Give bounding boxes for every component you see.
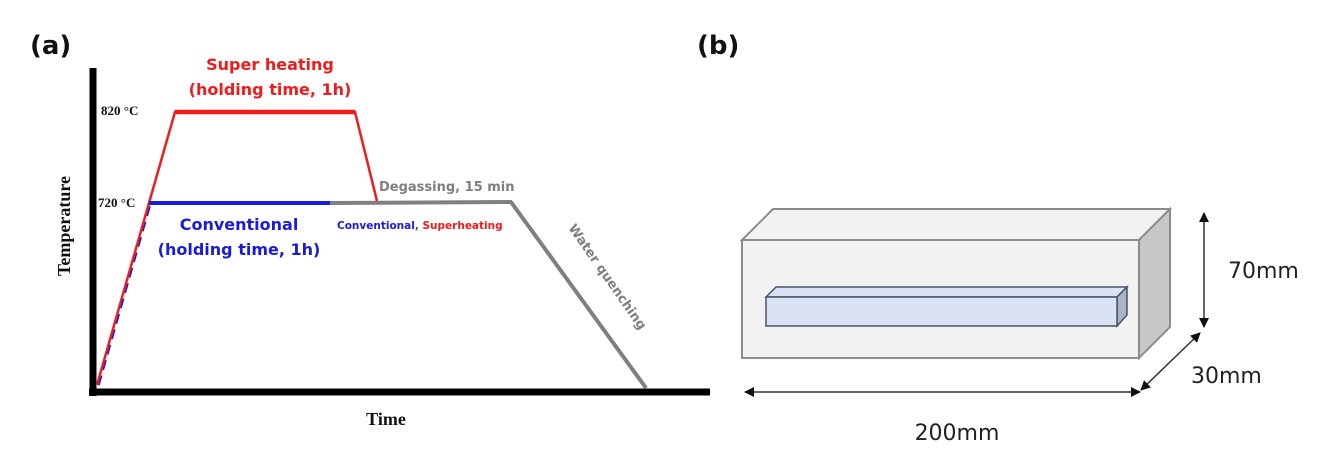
y-axis-label: Temperature [54, 176, 74, 276]
panel-a-label: (a) [30, 31, 71, 61]
x-axis-label: Time [366, 409, 406, 429]
height-dimension-label: 70mm [1228, 259, 1299, 284]
length-dimension-label: 200mm [915, 421, 1000, 446]
legend-separator: , [415, 220, 423, 232]
degassing-legend: Conventional, Superheating [337, 220, 503, 232]
water-quenching-line [509, 200, 648, 390]
temp-820-label: 820 °C [101, 103, 138, 118]
depth-dimension-arrow [1140, 332, 1201, 391]
legend-conventional: Conventional [337, 220, 415, 232]
superheating-title: Super heating [206, 55, 334, 74]
depth-dimension-label: 30mm [1191, 364, 1262, 389]
degassing-line [329, 200, 513, 205]
block-top-face [739, 208, 1173, 241]
legend-superheating: Superheating [422, 220, 502, 232]
bar-top-face [764, 286, 1129, 298]
temp-720-label: 720 °C [98, 195, 135, 210]
bar-front-face [765, 296, 1118, 327]
degassing-label: Degassing, 15 min [379, 180, 515, 195]
conventional-subtitle: (holding time, 1h) [158, 240, 321, 259]
superheating-subtitle: (holding time, 1h) [189, 80, 352, 99]
conventional-title: Conventional [180, 215, 299, 234]
water-quenching-label: Water quenching [565, 222, 649, 333]
panel-b-label: (b) [697, 31, 739, 61]
